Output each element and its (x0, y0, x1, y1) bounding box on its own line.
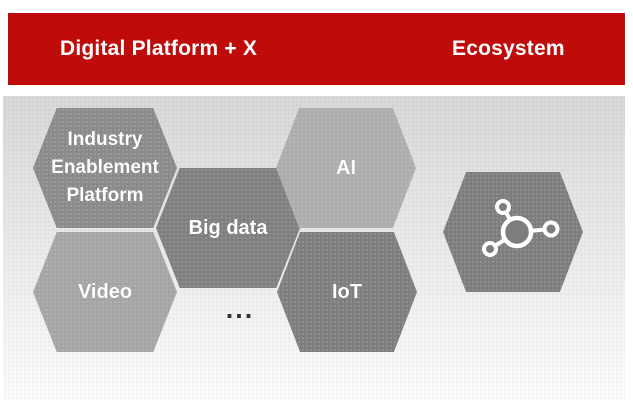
hexagon-big-data: Big data (156, 168, 300, 288)
hexagon-ai: AI (276, 108, 416, 228)
hexagon-big-data-label: Big data (188, 216, 268, 239)
hexagon-ecosystem (443, 172, 583, 292)
hexagon-industry: Industry Enablement Platform (33, 108, 177, 228)
hexagon-iot-label: IoT (332, 280, 362, 303)
hexagon-panel: Industry Enablement Platform Big data AI… (3, 96, 625, 400)
hexagon-video: Video (33, 232, 177, 352)
hexagon-industry-line3: Platform (66, 185, 144, 206)
header-left-label: Digital Platform + X (60, 37, 258, 60)
hexagon-iot: IoT (277, 232, 417, 352)
header-right-label: Ecosystem (452, 37, 565, 60)
hexagon-ai-label: AI (336, 156, 356, 179)
hexagon-industry-line1: Industry (67, 129, 143, 150)
network-icon (482, 199, 560, 257)
hexagon-industry-line2: Enablement (51, 157, 159, 178)
hexagon-video-label: Video (77, 280, 133, 303)
header-bar: Digital Platform + X Ecosystem (8, 13, 625, 85)
ellipsis-label: ... (225, 294, 255, 324)
